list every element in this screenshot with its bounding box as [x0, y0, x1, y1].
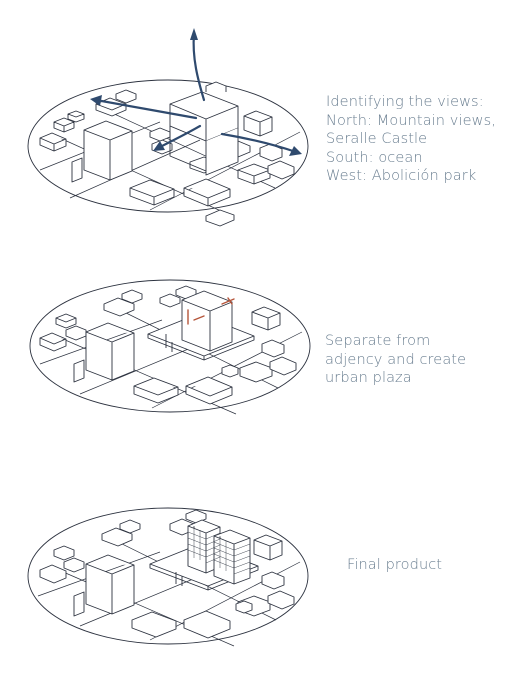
separation-mark: [194, 316, 204, 320]
plaza-separation-caption: Separate from adjency and create urban p…: [325, 332, 466, 388]
final-tower-east: [214, 530, 250, 584]
left-tower: [86, 323, 134, 380]
view-analysis-caption: Identifying the views: North: Mountain v…: [326, 93, 496, 186]
caption-line: North: Mountain views,: [326, 112, 496, 129]
caption-line: South: ocean: [326, 149, 423, 166]
north-view-arrow: [194, 34, 204, 100]
tower-floor-lines: [188, 528, 250, 574]
caption-line: adjency and create: [325, 351, 467, 368]
separation-mark: [222, 299, 234, 304]
caption-line: Separate from: [325, 333, 431, 349]
east-view-arrow: [222, 134, 296, 152]
separated-tower: [182, 291, 232, 351]
caption-line: West: Abolición park: [326, 168, 477, 184]
caption-line: Seralle Castle: [326, 131, 428, 147]
site-ellipse: [29, 279, 311, 413]
separation-mark: [228, 298, 232, 304]
final-product-caption: Final product: [347, 556, 442, 575]
view-analysis-diagram: [0, 20, 330, 225]
west-view-arrow: [96, 100, 196, 118]
final-product-diagram: [0, 500, 330, 670]
caption-line: Final product: [347, 557, 443, 573]
caption-line: Identifying the views:: [326, 94, 484, 110]
left-tower: [86, 555, 134, 614]
caption-line: urban plaza: [325, 370, 412, 386]
left-tower: [84, 121, 132, 180]
plaza-separation-diagram: [0, 268, 330, 438]
